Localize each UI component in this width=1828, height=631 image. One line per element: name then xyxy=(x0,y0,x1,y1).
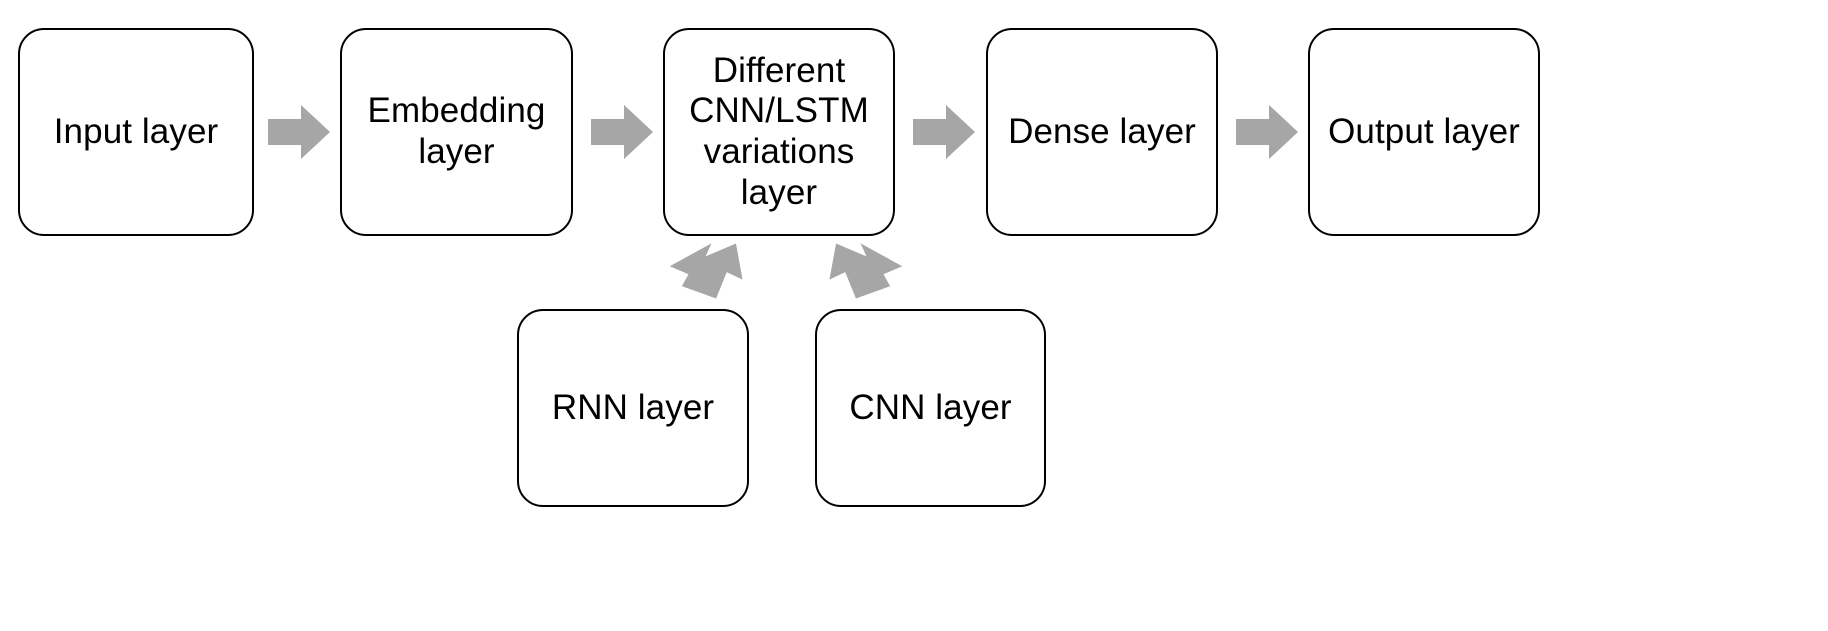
node-cnn-lstm-variations-layer[interactable]: Different CNN/LSTM variations layer xyxy=(663,28,895,236)
arrow-right-icon xyxy=(591,105,653,159)
node-embedding-layer-label: Embedding layer xyxy=(367,91,546,171)
node-cnn-layer[interactable]: CNN layer xyxy=(815,309,1046,507)
connector-variations-to-dense xyxy=(913,103,975,161)
connector-variations-to-cnn xyxy=(828,238,903,300)
arrow-down-right-icon xyxy=(829,243,903,299)
node-rnn-layer[interactable]: RNN layer xyxy=(517,309,749,507)
node-output-layer[interactable]: Output layer xyxy=(1308,28,1540,236)
arrow-down-left-icon xyxy=(669,243,743,299)
node-rnn-layer-label: RNN layer xyxy=(551,387,715,427)
node-cnn-lstm-variations-layer-label: Different CNN/LSTM variations layer xyxy=(689,50,869,212)
connector-embedding-to-variations xyxy=(591,103,653,161)
connector-dense-to-output xyxy=(1236,103,1298,161)
connector-input-to-embedding xyxy=(268,103,330,161)
connector-variations-to-rnn xyxy=(669,238,744,300)
node-dense-layer-label: Dense layer xyxy=(1008,111,1196,151)
node-output-layer-label: Output layer xyxy=(1328,111,1520,151)
node-embedding-layer[interactable]: Embedding layer xyxy=(340,28,573,236)
arrow-right-icon xyxy=(1236,105,1298,159)
node-dense-layer[interactable]: Dense layer xyxy=(986,28,1218,236)
arrow-right-icon xyxy=(913,105,975,159)
node-input-layer-label: Input layer xyxy=(53,111,219,151)
node-cnn-layer-label: CNN layer xyxy=(849,387,1012,427)
arrow-right-icon xyxy=(268,105,330,159)
node-input-layer[interactable]: Input layer xyxy=(18,28,254,236)
